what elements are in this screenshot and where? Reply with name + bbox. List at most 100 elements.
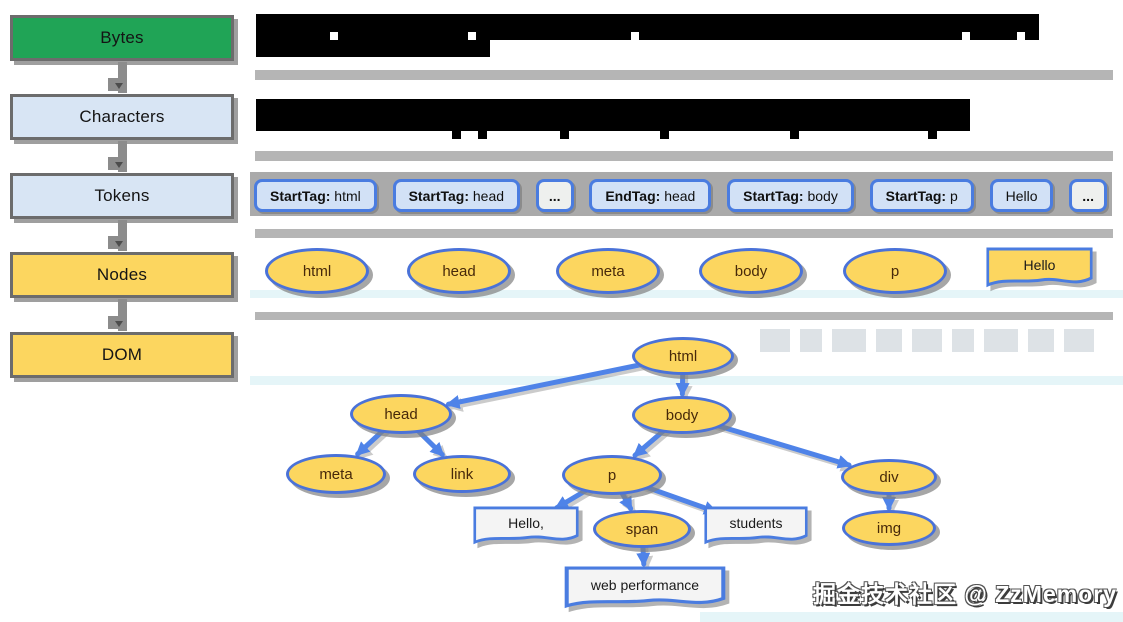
ghost-text-block [832,329,866,352]
highlight-band [250,376,1123,385]
pipeline-box-label: Bytes [100,28,144,47]
redaction-descender [452,131,461,139]
token-chip: ... [1069,179,1107,212]
token-chip-value: html [330,187,361,204]
redaction-gap [1017,32,1025,40]
tree-node-body: body [632,396,732,434]
tree-node-label: link [450,465,474,483]
redaction-descender [928,131,937,139]
token-chip: EndTag: head [589,179,712,212]
tree-text-node-webperf: web performance [564,566,726,610]
pipeline-connector-arrow [108,220,130,251]
tree-text-node-students: students [704,506,808,546]
tree-node-label: img [876,519,902,537]
tree-node-label: students [729,515,783,531]
redaction-descender [478,131,487,139]
token-chip-value: head [469,187,505,204]
pipeline-box-label: Nodes [96,265,148,284]
token-chip: Hello [989,179,1054,212]
divider-bar-2 [255,151,1113,161]
ghost-text-block [952,329,974,352]
redaction-descender [560,131,569,139]
divider-bar-4 [255,312,1113,320]
node-ellipse-p: p [843,248,947,294]
arrow-down-icon [115,321,123,327]
tree-node-meta: meta [286,454,386,494]
token-chip-value: Hello [1005,187,1038,204]
connector-bar [118,141,127,172]
token-chip: StartTag: body [727,179,854,212]
token-row: StartTag: html StartTag: head... EndTag: h… [254,179,1107,212]
node-ellipse-html: html [265,248,369,294]
redaction-descender [660,131,669,139]
pipeline-box-label: DOM [101,345,143,364]
pipeline-box-label: Characters [79,107,165,126]
ghost-text-block [800,329,822,352]
node-label: p [890,262,900,280]
node-ellipse-head: head [407,248,511,294]
document-shape [704,506,808,545]
tree-node-label: body [665,406,699,424]
node-label: body [734,262,768,280]
connector-bar [118,299,127,331]
highlight-band [700,612,1123,622]
redacted-title-line2 [256,40,490,57]
token-chip-value: p [946,187,958,204]
tree-node-div: div [841,459,937,495]
node-label: head [442,262,476,280]
tree-node-html: html [632,337,734,375]
divider-bar-1 [255,70,1113,80]
arrow-down-icon [115,241,123,247]
token-chip: StartTag: p [869,179,974,212]
ghost-text-block [984,329,1018,352]
ghost-text-block [876,329,902,352]
redacted-title-line1 [256,14,1039,40]
token-chip-type: StartTag: [743,187,804,204]
tree-node-img: img [842,510,936,546]
tree-node-label: html [668,347,698,365]
divider-bar-3 [255,229,1113,238]
ghost-text-block [1028,329,1054,352]
node-label: Hello [1023,257,1056,273]
tree-node-span: span [593,510,691,548]
token-chip: StartTag: head [392,179,521,212]
ghost-text-block [1064,329,1094,352]
token-chip-type: EndTag: [605,187,661,204]
tree-node-label: meta [319,465,353,483]
document-shape [564,566,726,609]
token-chip-value: ... [1082,187,1094,204]
token-chip-value: head [660,187,696,204]
ghost-text-block [760,329,790,352]
redaction-gap [330,32,338,40]
pipeline-connector-arrow [108,62,130,93]
tree-node-link: link [413,455,511,493]
redaction-gap [631,32,639,40]
token-chip-value: ... [548,187,561,204]
redaction-gap [962,32,970,40]
tree-text-node-hello_text: Hello, [473,506,579,546]
pipeline-connector-arrow [108,141,130,172]
token-chip-type: StartTag: [408,187,469,204]
tree-node-label: web performance [590,577,700,593]
watermark: 掘金技术社区 @ ZzMemory [813,581,1117,607]
pipeline-box-tokens: Tokens [10,173,234,219]
document-shape [473,506,579,545]
redacted-paragraph [256,99,970,131]
pipeline-box-dom: DOM [10,332,234,378]
node-label: html [302,262,332,280]
text-node-Hello: Hello [986,247,1093,289]
tree-node-label: p [607,466,617,484]
tree-node-label: span [625,520,659,538]
document-shape [986,247,1093,288]
tree-node-p: p [562,455,662,495]
connector-bar [118,62,127,93]
pipeline-box-characters: Characters [10,94,234,140]
node-ellipse-meta: meta [556,248,660,294]
connector-bar [118,220,127,251]
token-chip: ... [535,179,574,212]
node-label: meta [591,262,625,280]
arrow-down-icon [115,162,123,168]
node-ellipse-body: body [699,248,803,294]
tree-node-label: head [384,405,418,423]
